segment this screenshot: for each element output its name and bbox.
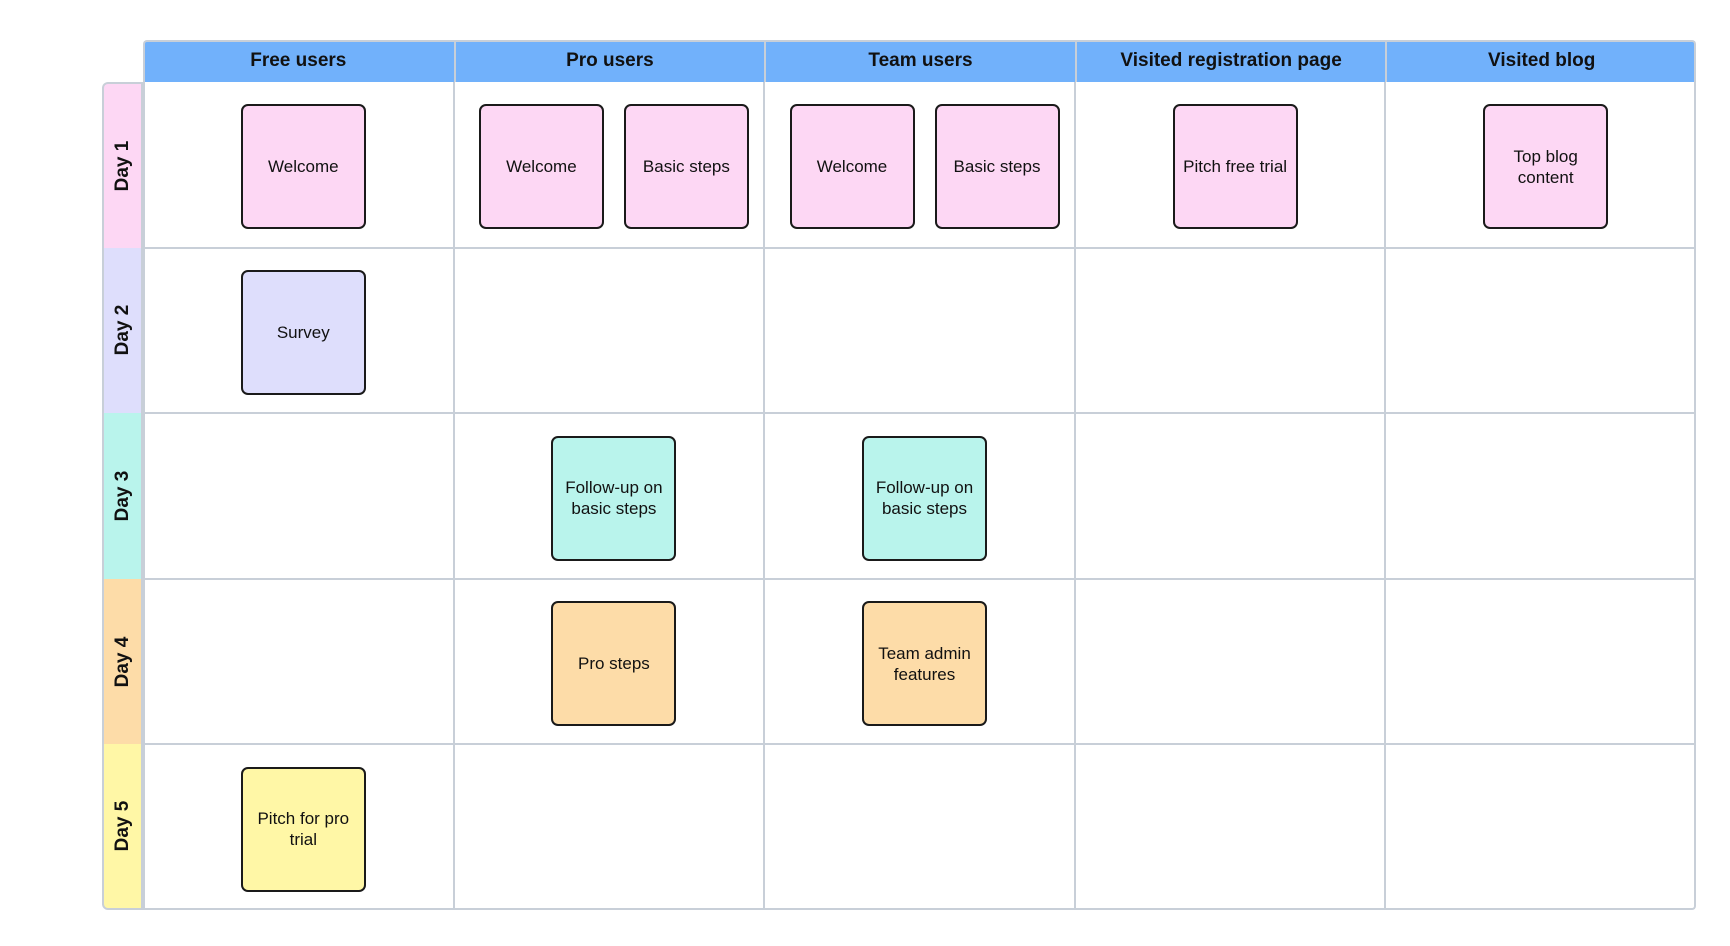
row-label: Day 1 (111, 140, 133, 192)
row-header: Day 4 (102, 578, 143, 745)
sticky-note-card[interactable]: Follow-up on basic steps (862, 435, 987, 561)
sticky-note-card[interactable]: Follow-up on basic steps (551, 435, 677, 561)
card-text: Survey (276, 322, 330, 342)
row-divider (143, 577, 1696, 580)
sticky-note-card[interactable]: Welcome (478, 104, 604, 230)
card-text: Team admin features (878, 643, 971, 684)
sticky-note-card[interactable]: Team admin features (862, 601, 987, 727)
column-header: Visited registration page (1074, 40, 1386, 82)
row-label: Day 4 (111, 636, 133, 687)
card-text: Follow-up on basic steps (875, 478, 974, 518)
card-text: Follow-up on basic steps (565, 478, 663, 518)
column-divider (1073, 82, 1076, 910)
row-label: Day 3 (111, 470, 133, 522)
row-divider (143, 412, 1696, 415)
column-divider (1384, 82, 1387, 910)
card-text: Basic steps (642, 157, 730, 177)
row-header: Day 2 (102, 247, 143, 414)
sticky-note-card[interactable]: Pitch free trial (1172, 104, 1298, 230)
row-header: Day 3 (102, 413, 143, 579)
row-label: Day 5 (111, 800, 133, 852)
column-header: Team users (764, 40, 1075, 82)
sticky-note-card[interactable]: Basic steps (934, 104, 1060, 230)
sticky-note-card[interactable]: Pitch for pro trial (240, 766, 366, 892)
card-text: Welcome (506, 157, 577, 177)
card-text: Pro steps (577, 654, 650, 674)
card-text: Pitch for pro trial (257, 809, 350, 850)
sticky-note-card[interactable]: Welcome (789, 104, 915, 230)
row-divider (143, 743, 1696, 746)
card-text: Pitch free trial (1183, 157, 1288, 177)
card-text: Basic steps (953, 157, 1041, 177)
column-header-bar (143, 40, 1696, 82)
row-header: Day 5 (102, 744, 143, 910)
sticky-note-card[interactable]: Survey (240, 269, 366, 395)
row-label: Day 2 (111, 305, 133, 356)
column-header: Pro users (453, 40, 765, 82)
card-text: Welcome (816, 157, 888, 177)
card-text: Top blog content (1513, 146, 1578, 187)
sticky-note-card[interactable]: Top blog content (1483, 104, 1609, 230)
row-divider (143, 246, 1696, 249)
sticky-note-card[interactable]: Basic steps (623, 104, 749, 230)
card-text: Welcome (268, 157, 339, 177)
sticky-note-card[interactable]: Welcome (240, 104, 366, 230)
sticky-note-card[interactable]: Pro steps (551, 601, 677, 727)
column-header: Free users (250, 50, 347, 71)
column-divider (452, 82, 455, 910)
column-divider (763, 82, 766, 910)
row-header: Day 1 (102, 82, 143, 248)
column-header: Visited blog (1385, 40, 1696, 82)
